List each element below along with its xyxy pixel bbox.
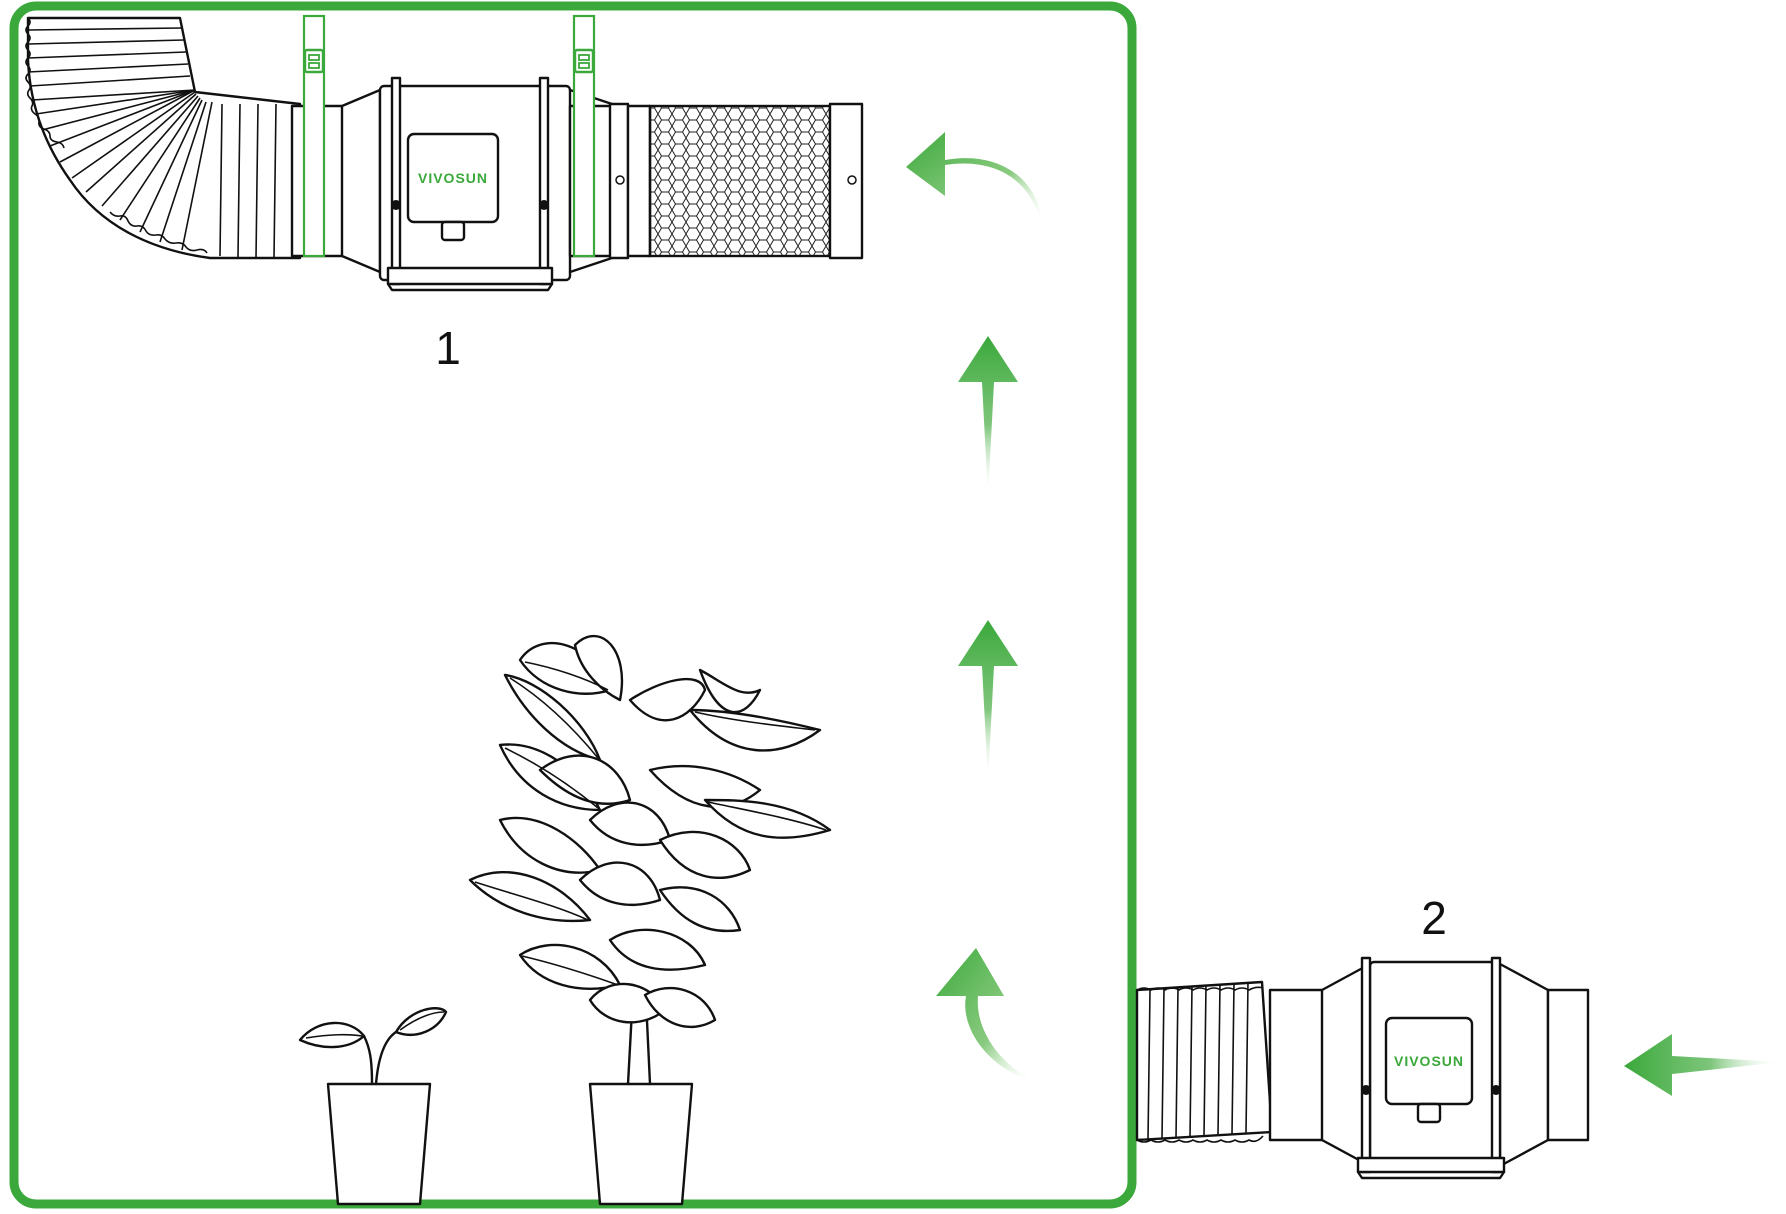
airflow-arrow-icon <box>958 336 1018 498</box>
flexible-duct-icon <box>1135 980 1274 1143</box>
airflow-arrow-icon <box>906 132 1042 226</box>
label-fan-1: 1 <box>435 322 461 374</box>
brand-logo-fan-1: VIVOSUN <box>418 170 488 186</box>
airflow-arrow-icon <box>1624 1034 1782 1096</box>
brand-logo-fan-2: VIVOSUN <box>1394 1053 1464 1069</box>
flexible-duct-icon <box>25 16 302 260</box>
label-fan-2: 2 <box>1421 892 1447 944</box>
inline-duct-fan-icon: VIVOSUN <box>1268 956 1590 1180</box>
hanging-strap-left <box>302 14 326 258</box>
plant-icon <box>468 634 832 1206</box>
airflow-arrow-icon <box>958 620 1018 782</box>
hanging-strap-right <box>572 14 596 258</box>
plant-icon <box>298 1007 448 1206</box>
grow-tent-frame <box>9 1 1137 1209</box>
airflow-arrow-icon <box>936 948 1036 1082</box>
carbon-filter-icon <box>608 102 864 260</box>
